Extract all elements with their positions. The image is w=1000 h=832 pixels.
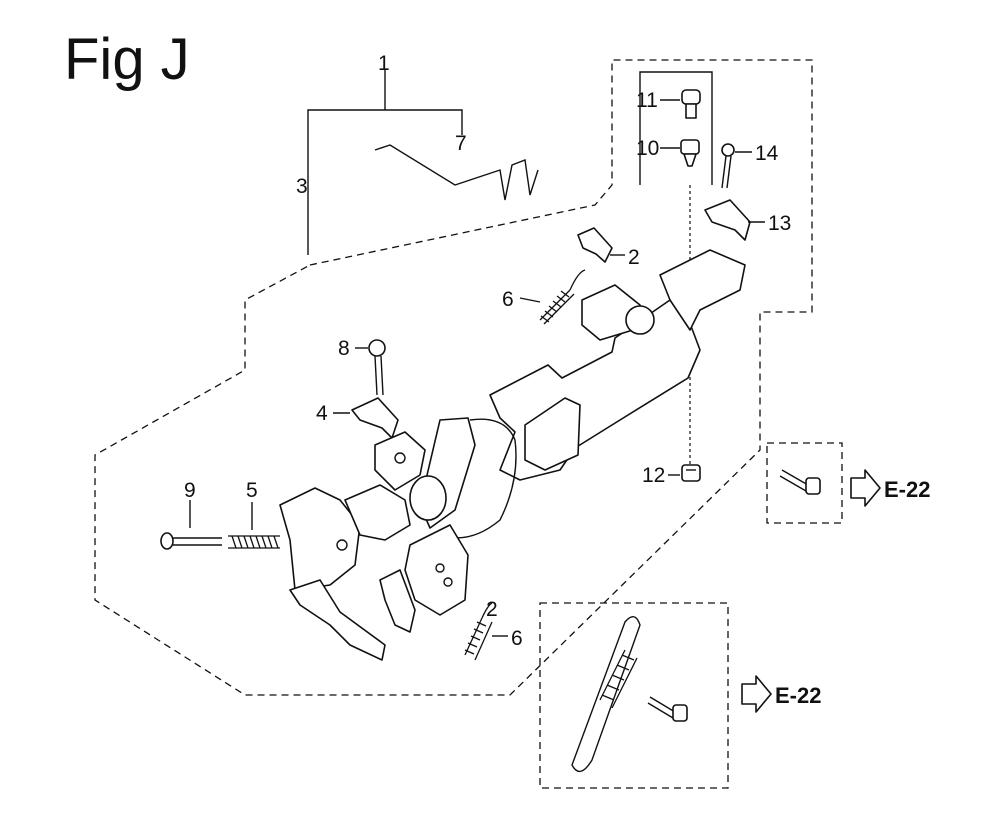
throttle-bracket bbox=[344, 484, 411, 541]
curved-cover bbox=[439, 418, 517, 539]
plate-hole-4 bbox=[336, 539, 348, 551]
callout-5: 5 bbox=[246, 479, 258, 502]
governor-rod bbox=[374, 144, 539, 201]
bolt-part-8 bbox=[368, 339, 386, 396]
bottom-bracket bbox=[289, 579, 386, 661]
callout-8: 8 bbox=[338, 337, 350, 360]
ref-box-upper bbox=[766, 442, 843, 524]
clip-part-2-top bbox=[577, 227, 613, 263]
lever-bracket-right bbox=[659, 249, 746, 331]
spring-part-6-top bbox=[539, 269, 586, 325]
ref-arrow-lower bbox=[741, 675, 772, 713]
ref-bolt-upper bbox=[779, 469, 821, 495]
group-1-bracket bbox=[307, 109, 463, 255]
figure-title: Fig J bbox=[64, 27, 190, 92]
nut-part-10 bbox=[680, 139, 700, 167]
ref-label-upper: E-22 bbox=[884, 477, 930, 502]
callout-4: 4 bbox=[316, 402, 328, 425]
callout-13: 13 bbox=[768, 212, 791, 235]
screw-part-9 bbox=[160, 532, 222, 550]
callout-3: 3 bbox=[296, 175, 308, 198]
callout-14: 14 bbox=[755, 142, 779, 165]
ref-bolt-lower bbox=[647, 696, 688, 722]
throttle-plate-left bbox=[279, 487, 361, 591]
ref-label-lower: E-22 bbox=[775, 683, 821, 708]
callout-11: 11 bbox=[636, 89, 658, 112]
spring-part-6-lower bbox=[464, 602, 493, 661]
clamp-part-13 bbox=[704, 199, 751, 241]
nut-part-12 bbox=[681, 464, 701, 482]
plate-hole-1 bbox=[435, 563, 445, 573]
callout-6-lower: 6 bbox=[511, 627, 523, 650]
ref-box-lower bbox=[539, 602, 729, 789]
callout-10: 10 bbox=[636, 137, 659, 160]
plate-hole-2 bbox=[443, 577, 453, 587]
spring-part-5 bbox=[228, 535, 280, 549]
screw-part-14 bbox=[721, 143, 735, 189]
fastener-subbox bbox=[639, 71, 713, 185]
callout-1: 1 bbox=[378, 52, 390, 75]
plate-hole-3 bbox=[394, 452, 406, 464]
pivot-knob bbox=[625, 305, 655, 335]
callout-7: 7 bbox=[455, 132, 467, 155]
callout-2-lower: 2 bbox=[486, 598, 498, 621]
assembly-outline bbox=[94, 59, 813, 696]
bracket-arm bbox=[374, 431, 426, 491]
lower-link bbox=[379, 569, 416, 633]
bolt-part-11 bbox=[681, 89, 701, 119]
lever-arm bbox=[524, 397, 581, 471]
callout-2: 2 bbox=[628, 246, 640, 269]
callout-12: 12 bbox=[642, 464, 665, 487]
callout-6-leader bbox=[519, 297, 541, 303]
callout-6: 6 bbox=[502, 288, 514, 311]
ref-arrow-upper bbox=[850, 469, 881, 507]
callout-9: 9 bbox=[184, 479, 196, 502]
center-boss bbox=[409, 475, 447, 521]
ref-spring-lower bbox=[571, 616, 641, 773]
clamp-part-4 bbox=[351, 397, 399, 439]
